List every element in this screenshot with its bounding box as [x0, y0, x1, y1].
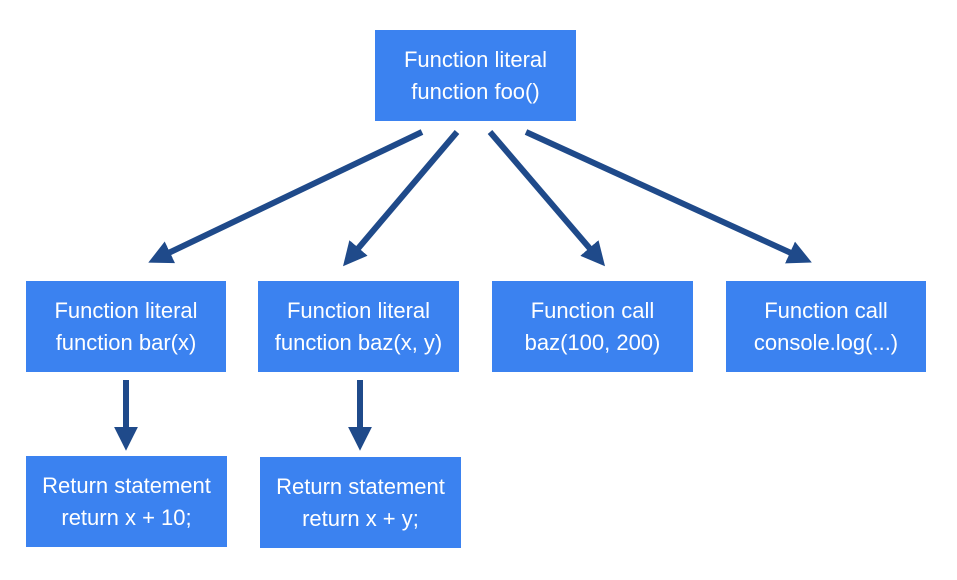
- node-foo-literal: Function literal function foo(): [375, 30, 576, 121]
- node-return-bar-line2: return x + 10;: [61, 504, 192, 530]
- edge-root-to-baz: [343, 130, 460, 267]
- node-return-bar: Return statement return x + 10;: [26, 456, 227, 547]
- edge-root-to-call-baz: [487, 130, 606, 267]
- node-baz-literal: Function literal function baz(x, y): [258, 281, 459, 372]
- node-bar-line1: Function literal: [54, 297, 198, 323]
- node-call-baz-line1: Function call: [530, 297, 655, 323]
- node-call-log: Function call console.log(...): [726, 281, 926, 372]
- node-call-log-line1: Function call: [764, 297, 888, 323]
- edge-root-to-call-log: [524, 129, 812, 264]
- node-call-baz: Function call baz(100, 200): [492, 281, 693, 372]
- node-return-bar-line1: Return statement: [42, 472, 211, 498]
- node-bar-literal: Function literal function bar(x): [26, 281, 226, 372]
- edge-root-to-bar: [148, 129, 424, 264]
- node-baz-line2: function baz(x, y): [274, 329, 443, 355]
- node-call-log-line2: console.log(...): [753, 329, 899, 355]
- node-bar-line2: function bar(x): [55, 329, 197, 355]
- node-return-baz: Return statement return x + y;: [260, 457, 461, 548]
- node-foo-line1: Function literal: [403, 46, 548, 72]
- node-foo-line2: function foo(): [411, 78, 540, 104]
- node-return-baz-line2: return x + y;: [302, 505, 419, 531]
- node-call-baz-line2: baz(100, 200): [524, 329, 661, 355]
- node-return-baz-line1: Return statement: [276, 473, 445, 499]
- node-baz-line1: Function literal: [286, 297, 431, 323]
